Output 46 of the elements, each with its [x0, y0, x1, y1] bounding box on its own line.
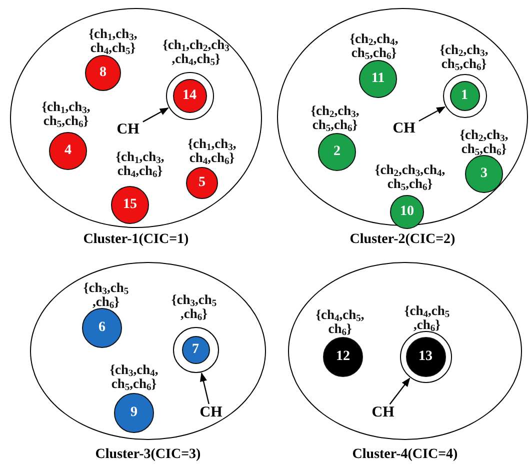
sensor-node-circle: 14	[172, 78, 206, 112]
sensor-node-circle: 2	[318, 133, 356, 171]
sensor-node-circle: 3	[465, 155, 503, 193]
arrow	[389, 378, 410, 405]
cluster-head-ring	[166, 72, 214, 120]
cluster-head-label: CH	[116, 122, 140, 138]
arrow	[418, 106, 446, 122]
cluster-caption: Cluster-4(CIC=4)	[352, 447, 458, 463]
channel-set-label: {ch$_{1}$,ch$_{2}$,ch$_{3}$ ,ch$_{4}$,ch$_{5}$}	[162, 38, 230, 66]
channel-set-label: {ch$_{2}$,ch$_{3}$,ch$_{4}$, ch$_{5}$,ch$_{6}$}	[374, 163, 446, 191]
sensor-node-circle: 5	[186, 167, 218, 199]
sensor-node-circle: 9	[114, 393, 154, 433]
sensor-node-circle: 13	[406, 336, 446, 376]
cluster-caption: Cluster-2(CIC=2)	[350, 232, 456, 248]
channel-set-label: {ch$_{2}$,ch$_{3}$, ch$_{5}$,ch$_{6}$}	[438, 43, 490, 71]
sensor-node-circle: 10	[390, 195, 424, 229]
sensor-node-circle: 8	[85, 55, 121, 91]
cluster-head-ring	[443, 74, 487, 118]
cluster-caption: Cluster-3(CIC=3)	[95, 447, 201, 463]
cluster-head-label: CH	[372, 404, 394, 422]
arrow	[142, 107, 169, 122]
sensor-node-circle: 11	[359, 60, 397, 98]
sensor-node-circle: 4	[49, 132, 87, 170]
cluster-head-label: CH	[200, 404, 222, 422]
cluster-caption: Cluster-1(CIC=1)	[83, 232, 189, 248]
arrow	[200, 372, 210, 404]
channel-set-label: {ch$_{2}$,ch$_{3}$, ch$_{5}$,ch$_{6}$}	[310, 104, 360, 132]
channel-set-label: {ch$_{3}$,ch$_{5}$ ,ch$_{6}$}	[170, 293, 218, 321]
channel-set-label: {ch$_{1}$,ch$_{3}$, ch$_{5}$,ch$_{6}$}	[40, 100, 92, 128]
channel-set-label: {ch$_{1}$,ch$_{3}$, ch$_{4}$,ch$_{5}$}	[88, 27, 138, 55]
sensor-node-circle: 6	[82, 308, 122, 348]
channel-set-label: {ch$_{4}$,ch$_{5}$ ,ch$_{6}$}	[403, 304, 451, 332]
channel-set-label: {ch$_{3}$,ch$_{5}$ ,ch$_{6}$}	[82, 281, 130, 309]
sensor-node-circle: 1	[450, 80, 480, 110]
cluster-head-ring	[400, 331, 452, 383]
channel-set-label: {ch$_{1}$,ch$_{3}$, ch$_{4}$,ch$_{6}$}	[114, 150, 166, 178]
cluster-head-label: CH	[392, 120, 416, 138]
cluster-head-ring	[173, 327, 219, 373]
channel-set-label: {ch$_{2}$,ch$_{4}$, ch$_{5}$,ch$_{6}$}	[348, 32, 400, 60]
channel-set-label: {ch$_{1}$,ch$_{3}$, ch$_{4}$,ch$_{6}$}	[186, 137, 238, 165]
sensor-node-circle: 7	[182, 336, 210, 364]
channel-set-label: {ch$_{2}$,ch$_{3}$, ch$_{5}$,ch$_{6}$}	[458, 128, 510, 156]
channel-set-label: {ch$_{4}$,ch$_{5}$, ch$_{6}$}	[314, 308, 366, 336]
sensor-node-circle: 12	[323, 337, 363, 377]
sensor-node-circle: 15	[111, 186, 149, 224]
channel-set-label: {ch$_{3}$,ch$_{4}$, ch$_{5}$,ch$_{6}$}	[108, 363, 160, 391]
